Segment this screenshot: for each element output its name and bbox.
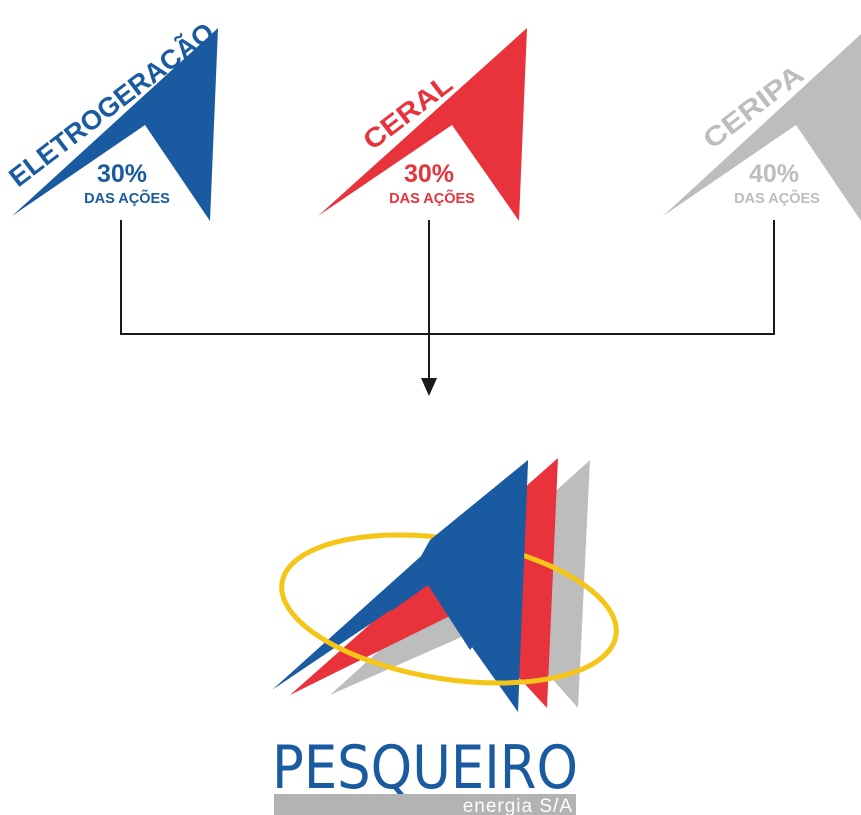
- ceripa-arrow-icon: [663, 34, 861, 221]
- share-label: DAS AÇÕES: [84, 189, 170, 207]
- logo-blue-arrow-front: [390, 460, 528, 650]
- brand-tagline: energia S/A: [463, 796, 573, 815]
- share-percent: 30%: [97, 160, 147, 188]
- pesqueiro-logo: PESQUEIRO energia S/A: [272, 458, 619, 815]
- share-label: DAS AÇÕES: [389, 189, 475, 207]
- shareholder-eletrogeracao: ELETROGERAÇÃO 30% DAS AÇÕES: [3, 16, 220, 221]
- arrow-down-icon: [421, 378, 437, 396]
- share-label: DAS AÇÕES: [734, 189, 820, 207]
- ceral-arrow-icon: [318, 28, 527, 221]
- connector: [120, 220, 775, 380]
- share-percent: 40%: [749, 160, 799, 188]
- shareholder-ceripa: CERIPA 40% DAS AÇÕES: [663, 34, 861, 221]
- share-percent: 30%: [404, 160, 454, 188]
- eletrogeracao-arrow-icon: [12, 28, 218, 221]
- brand-wordmark: PESQUEIRO: [272, 733, 578, 803]
- shareholder-ceral: CERAL 30% DAS AÇÕES: [318, 28, 527, 221]
- tagline-bar: [274, 794, 576, 815]
